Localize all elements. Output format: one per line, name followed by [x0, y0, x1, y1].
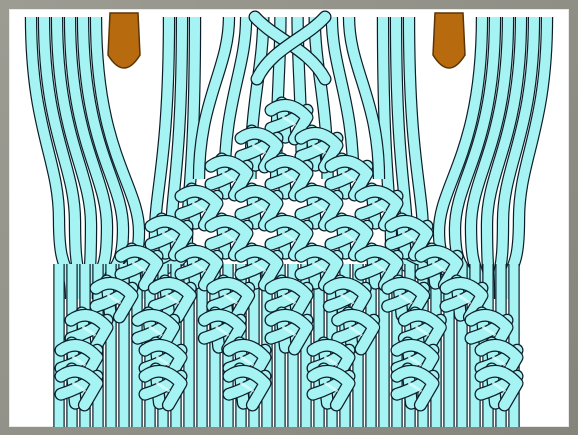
left-pin — [108, 13, 140, 68]
macrame-diagram — [9, 9, 569, 427]
right-pin — [433, 13, 465, 68]
diagram-panel — [9, 9, 569, 427]
knot-r10-3 — [229, 369, 265, 405]
